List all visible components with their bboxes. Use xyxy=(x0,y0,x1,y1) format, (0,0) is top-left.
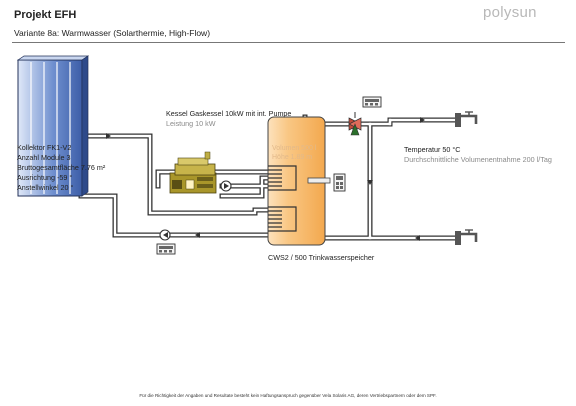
tank-height: Höhe 1.89 m xyxy=(272,154,313,161)
controller-icon xyxy=(333,173,346,192)
tap-icon xyxy=(455,111,478,127)
header-divider xyxy=(12,42,565,43)
collector-info: Kollektor FK1-V2 Anzahl Module 3 Bruttog… xyxy=(17,143,105,193)
controller-icon xyxy=(156,243,176,255)
brand-logo: polysun xyxy=(483,4,537,21)
tank-figures: Volumen 500 l Höhe 1.89 m xyxy=(272,144,316,162)
consumer-info: Temperatur 50 °C Durchschnittliche Volum… xyxy=(404,145,552,165)
pipe-network xyxy=(78,114,461,241)
tank-name: CWS2 / 500 Trinkwasserspeicher xyxy=(268,253,375,262)
variant-label: Variante 8a: Warmwasser (Solarthermie, H… xyxy=(14,28,211,38)
boiler-power: Leistung 10 kW xyxy=(166,119,216,128)
pump-icon xyxy=(159,229,171,241)
collector-icon xyxy=(16,55,90,197)
consumer-flow: Durchschnittliche Volumenentnahme 200 l/… xyxy=(404,155,552,164)
collector-tilt: Anstellwinkel 20 ° xyxy=(17,183,74,192)
controller-icon xyxy=(362,96,382,108)
tap-icon xyxy=(455,229,478,245)
tank-volume: Volumen 500 l xyxy=(272,145,317,152)
pump-icon xyxy=(220,180,232,192)
collector-name: Kollektor FK1-V2 xyxy=(17,143,72,152)
mixing-valve-icon xyxy=(348,112,362,136)
project-title: Projekt EFH xyxy=(14,9,77,21)
boiler-name: Kessel Gaskessel 10kW mit int. Pumpe xyxy=(166,109,292,118)
boiler-info: Kessel Gaskessel 10kW mit int. Pumpe Lei… xyxy=(166,109,291,129)
storage-tank xyxy=(267,116,331,246)
collector-modules: Anzahl Module 3 xyxy=(17,153,71,162)
collector-orientation: Ausrichtung -59 ° xyxy=(17,173,73,182)
consumer-temperature: Temperatur 50 °C xyxy=(404,145,461,154)
collector-area: Bruttogesamtfläche 7.76 m² xyxy=(17,163,106,172)
gas-boiler-icon xyxy=(169,151,217,194)
footer-disclaimer: Für die Richtigkeit der Angaben und Resu… xyxy=(139,393,437,398)
